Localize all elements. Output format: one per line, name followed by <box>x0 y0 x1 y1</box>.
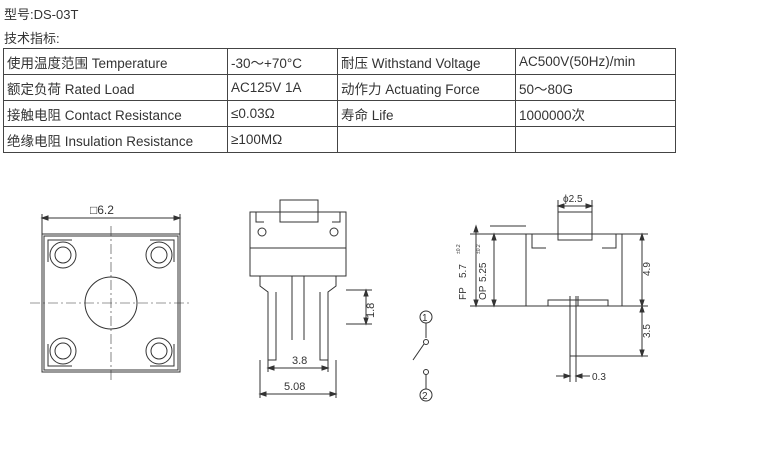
table-cell: 绝缘电阻 Insulation Resistance <box>3 126 228 153</box>
dim-width-label: □6.2 <box>90 203 114 217</box>
front-view: 1.8 3.8 5.08 <box>249 199 377 398</box>
table-cell: 使用温度范围 Temperature <box>3 48 228 75</box>
dim-leg-label: 3.5 <box>642 324 653 338</box>
dim-height-label: 4.9 <box>642 262 653 276</box>
pin-2-label: 2 <box>422 391 428 402</box>
dim-leg-label: 1.8 <box>365 303 377 318</box>
table-cell: 额定负荷 Rated Load <box>3 74 228 101</box>
table-cell: ≤0.03Ω <box>227 100 338 127</box>
fp-label: FP <box>458 287 469 300</box>
table-cell: AC500V(50Hz)/min <box>515 48 676 75</box>
table-row: 绝缘电阻 Insulation Resistance ≥100MΩ <box>3 126 676 153</box>
specs-heading: 技术指标: <box>4 31 60 46</box>
model-number: 型号:DS-03T <box>4 7 79 22</box>
table-cell <box>337 126 516 153</box>
table-cell: AC125V 1A <box>227 74 338 101</box>
dim-inner-label: 3.8 <box>292 355 307 367</box>
table-row: 额定负荷 Rated Load AC125V 1A 动作力 Actuating … <box>3 74 676 101</box>
dim-stem-label: ϕ2.5 <box>563 194 583 205</box>
fp-tolerance: ±0.2 <box>456 244 462 254</box>
pin-1-label: 1 <box>422 313 428 324</box>
table-cell: 接触电阻 Contact Resistance <box>3 100 228 127</box>
technical-drawing: □6.2 1.8 <box>30 194 653 402</box>
table-row: 接触电阻 Contact Resistance ≤0.03Ω 寿命 Life 1… <box>3 100 676 127</box>
table-cell: 动作力 Actuating Force <box>337 74 516 101</box>
spec-table: 使用温度范围 Temperature -30～+70°C 耐压 Withstan… <box>3 48 676 153</box>
table-cell: -30～+70°C <box>227 48 338 75</box>
dim-thickness-label: 0.3 <box>592 372 606 383</box>
table-row: 使用温度范围 Temperature -30～+70°C 耐压 Withstan… <box>3 48 676 75</box>
side-view: ϕ2.5 FP 5.7 ±0.2 OP 5.25 ±0.2 4.9 <box>456 194 653 383</box>
op-label: OP <box>478 285 489 300</box>
op-value: 5.25 <box>478 262 489 282</box>
fp-value: 5.7 <box>458 264 469 278</box>
top-view: □6.2 <box>30 203 192 382</box>
table-cell <box>515 126 676 153</box>
table-cell: ≥100MΩ <box>227 126 338 153</box>
op-tolerance: ±0.2 <box>476 244 482 254</box>
table-cell: 50～80G <box>515 74 676 101</box>
table-cell: 寿命 Life <box>337 100 516 127</box>
switch-schematic: 1 2 <box>412 310 433 402</box>
table-cell: 耐压 Withstand Voltage <box>337 48 516 75</box>
table-cell: 1000000次 <box>515 100 676 127</box>
dim-outer-label: 5.08 <box>284 381 305 393</box>
